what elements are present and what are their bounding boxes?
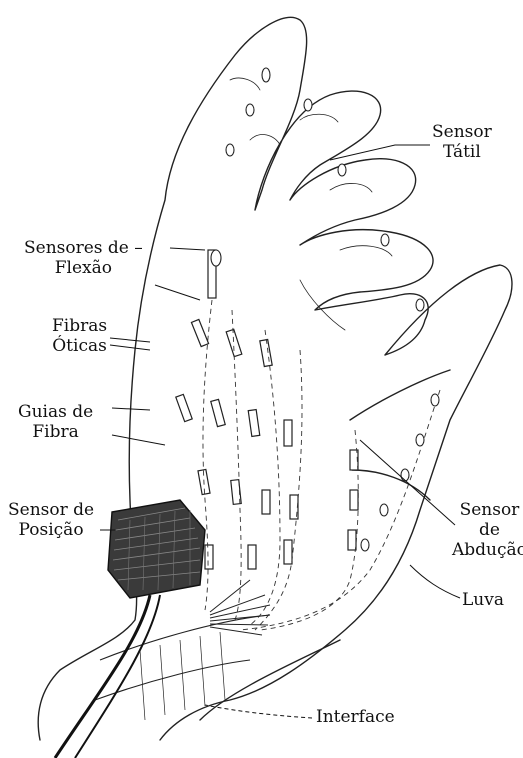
label-interface: Interface (316, 707, 395, 727)
label-sensor-posicao: Sensor de Posição (8, 500, 94, 540)
leader-fibras (110, 338, 150, 350)
label-fibras-oticas: Fibras Óticas (52, 316, 107, 356)
leader-luva (410, 565, 460, 598)
leader-abducao (360, 440, 455, 525)
label-guias-fibra: Guias de Fibra (18, 402, 93, 442)
leader-sensor-tatil (330, 145, 430, 160)
leader-flexao (155, 248, 205, 300)
label-sensor-tatil: Sensor Tátil (432, 122, 492, 162)
label-sensores-flexao: Sensores de – Flexão (24, 238, 143, 278)
thumb-outline (200, 370, 450, 720)
label-luva: Luva (462, 590, 504, 610)
leader-guias (112, 408, 165, 445)
position-sensor-block (108, 500, 205, 598)
leader-interface (205, 705, 312, 718)
label-sensor-abducao: Sensor de Abdução (452, 500, 523, 560)
